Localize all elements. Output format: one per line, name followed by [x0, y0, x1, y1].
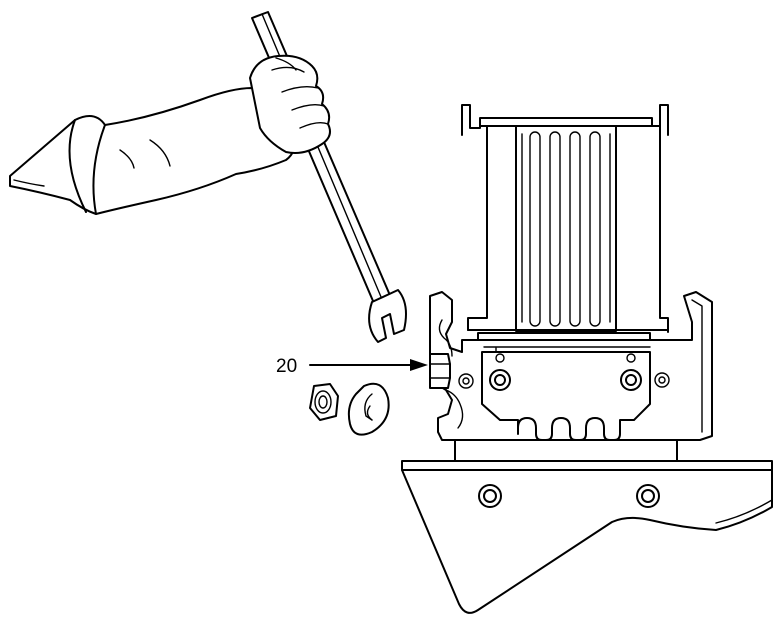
plate-screw-left [489, 353, 511, 391]
hex-nut [309, 383, 339, 421]
split-washer [347, 382, 390, 436]
lower-bracket [401, 460, 773, 614]
hex-bolt-head [429, 353, 451, 389]
upper-frame [461, 104, 669, 333]
plate-screw-right [620, 353, 642, 391]
bracket-bolt-right [636, 484, 660, 508]
center-plate [481, 347, 651, 441]
callout-20 [309, 359, 428, 371]
gloved-hand [249, 54, 331, 154]
callout-label-20: 20 [276, 356, 297, 377]
arm [9, 87, 298, 215]
bracket-bolt-left [478, 484, 502, 508]
housing-neck [454, 439, 678, 462]
